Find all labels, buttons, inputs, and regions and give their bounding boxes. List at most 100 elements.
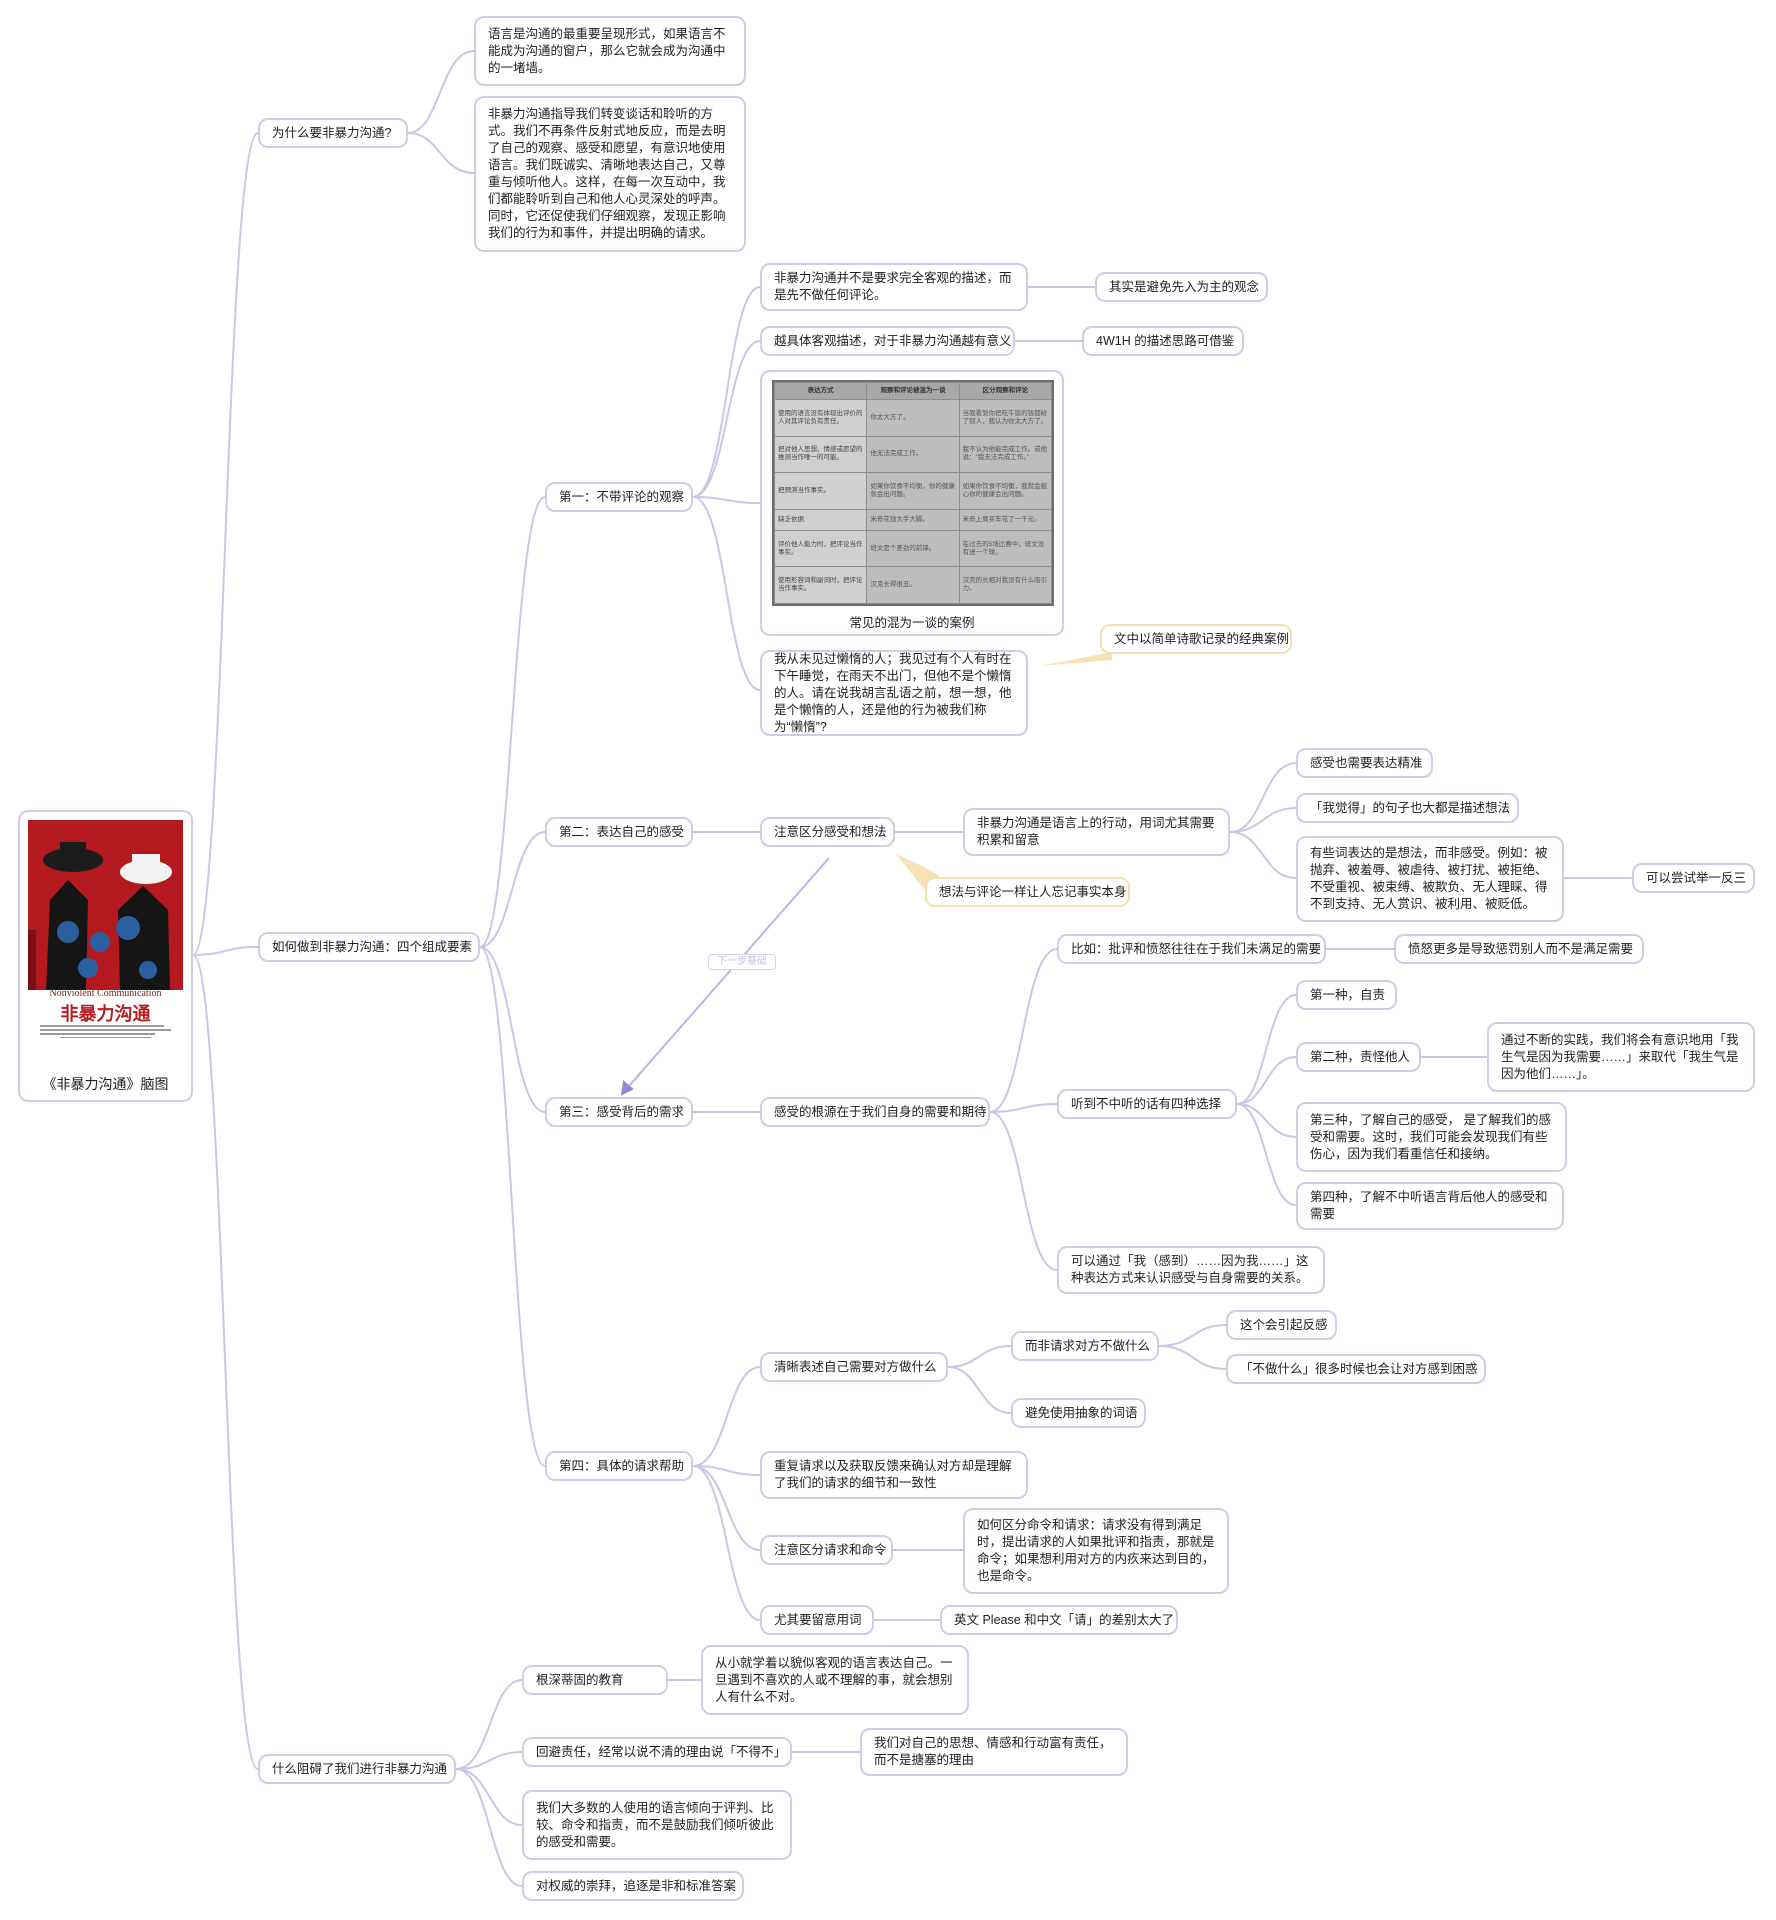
node-s3-1b2a[interactable]: 通过不断的实践，我们将会有意识地用「我生气是因为我需要……」来取代「我生气是因为… <box>1487 1022 1755 1092</box>
table-row: 使用形容词和副词时，把评论当作事实。 汉克长得很丑。 汉克的长相对我没有什么吸引… <box>774 566 1052 604</box>
edge-s4-1a <box>947 1345 1012 1368</box>
callout-s1-4a[interactable]: 文中以简单诗歌记录的经典案例 <box>1100 624 1292 654</box>
table-header: 表达方式 <box>774 382 868 400</box>
node-s1[interactable]: 第一：不带评论的观察 <box>545 482 693 512</box>
node-s3-1[interactable]: 感受的根源在于我们自身的需要和期待 <box>760 1097 990 1127</box>
node-s1-1a[interactable]: 其实是避免先入为主的观念 <box>1095 272 1268 302</box>
edge-s2-2a <box>1229 762 1297 833</box>
node-s2-2a[interactable]: 感受也需要表达精准 <box>1296 748 1433 778</box>
cover-subtitle: Nonviolent Communication <box>49 988 162 999</box>
table-row: 评价他人能力时，把评论当作事实。 班文是个差劲的前锋。 在过去的5场比赛中，班文… <box>774 529 1052 568</box>
node-s4-4a[interactable]: 英文 Please 和中文「请」的差别太大了 <box>940 1605 1178 1635</box>
node-s4-4[interactable]: 尤其要留意用词 <box>760 1605 874 1635</box>
node-s4-3a[interactable]: 如何区分命令和请求：请求没有得到满足时，提出请求的人如果批评和指责，那就是命令；… <box>963 1508 1229 1594</box>
table-cell: 如果你饮食不均衡，我就会担心你的健康会出问题。 <box>958 472 1052 510</box>
node-s3-1b4[interactable]: 第四种，了解不中听语言背后他人的感受和需要 <box>1296 1182 1564 1230</box>
node-s4[interactable]: 第四：具体的请求帮助 <box>545 1451 693 1481</box>
table-header: 区分观察和评论 <box>958 382 1052 400</box>
root-label: 《非暴力沟通》脑图 <box>42 1076 169 1092</box>
node-s1-1[interactable]: 非暴力沟通并不是要求完全客观的描述，而是先不做任何评论。 <box>760 263 1028 311</box>
callout-wedge-s1 <box>1040 652 1112 666</box>
edge-block-2 <box>455 1751 523 1770</box>
node-s4-1b[interactable]: 避免使用抽象的词语 <box>1011 1398 1146 1428</box>
node-s2-2b[interactable]: 「我觉得」的句子也大都是描述想法 <box>1296 793 1519 823</box>
node-s3-1c[interactable]: 可以通过「我（感到）……因为我……」这种表达方式来认识感受与自身需要的关系。 <box>1057 1246 1325 1294</box>
root-node[interactable]: Nonviolent Communication 非暴力沟通 《非暴力沟通》脑图 <box>18 810 193 1102</box>
node-s1-2[interactable]: 越具体客观描述，对于非暴力沟通越有意义 <box>760 326 1015 356</box>
callout-s2-1a[interactable]: 想法与评论一样让人忘记事实本身 <box>925 877 1130 907</box>
node-s4-3[interactable]: 注意区分请求和命令 <box>760 1535 893 1565</box>
node-how[interactable]: 如何做到非暴力沟通：四个组成要素 <box>258 932 480 962</box>
node-s2-2[interactable]: 非暴力沟通是语言上的行动，用词尤其需要积累和留意 <box>963 808 1230 856</box>
node-s1-2a[interactable]: 4W1H 的描述思路可借鉴 <box>1082 326 1244 356</box>
edge-how-s4 <box>479 946 546 1467</box>
edge-root-block <box>192 954 259 1770</box>
edge-s3-1b <box>989 1103 1058 1113</box>
edge-s3-1b3 <box>1236 1103 1297 1138</box>
edge-s3-1c <box>989 1111 1058 1271</box>
node-b2a[interactable]: 我们对自己的思想、情感和行动富有责任，而不是搪塞的理由 <box>860 1728 1128 1776</box>
table-cell: 使用形容词和副词时，把评论当作事实。 <box>774 566 868 604</box>
edge-s3-1a <box>989 948 1058 1113</box>
node-s3-1a1[interactable]: 愤怒更多是导致惩罚别人而不是满足需要 <box>1394 934 1644 964</box>
edge-s1-1 <box>692 286 761 498</box>
node-s2[interactable]: 第二：表达自己的感受 <box>545 817 693 847</box>
node-s3-1a[interactable]: 比如：批评和愤怒往往在于我们未满足的需要 <box>1057 934 1326 964</box>
node-s2-2c1[interactable]: 可以尝试举一反三 <box>1632 863 1755 893</box>
node-s4-1a2[interactable]: 「不做什么」很多时候也会让对方感到困惑 <box>1226 1354 1486 1384</box>
node-s2-2c[interactable]: 有些词表达的是想法，而非感受。例如：被抛弃、被羞辱、被虐待、被打扰、被拒绝、不受… <box>1296 836 1564 922</box>
node-s1-4[interactable]: 我从未见过懒惰的人；我见过有个人有时在下午睡觉，在雨天不出门，但他不是个懒惰的人… <box>760 650 1028 736</box>
node-why-2[interactable]: 非暴力沟通指导我们转变谈话和聆听的方式。我们不再条件反射式地反应，而是去明了自己… <box>474 96 746 252</box>
node-b1[interactable]: 根深蒂固的教育 <box>522 1665 668 1695</box>
node-b1a[interactable]: 从小就学着以貌似客观的语言表达自己。一旦遇到不喜欢的人或不理解的事，就会想别人有… <box>701 1645 969 1715</box>
node-why-1[interactable]: 语言是沟通的最重要呈现形式，如果语言不能成为沟通的窗户，那么它就会成为沟通中的一… <box>474 16 746 86</box>
cover-illustration <box>28 820 183 990</box>
edge-block-3 <box>455 1768 523 1826</box>
table-cell: 米奇花钱大手大脚。 <box>866 508 960 531</box>
table-cell: 把预测当作事实。 <box>774 472 868 510</box>
node-b2[interactable]: 回避责任，经常以说不清的理由说「不得不」 <box>522 1737 792 1767</box>
table-cell: 他无法完成工作。 <box>866 435 960 474</box>
node-s3-1b2[interactable]: 第二种，责怪他人 <box>1296 1042 1421 1072</box>
node-s3-1b3[interactable]: 第三种，了解自己的感受， 是了解我们的感受和需要。这时，我们可能会发现我们有些伤… <box>1296 1102 1567 1172</box>
node-s3-1b1[interactable]: 第一种，自责 <box>1296 980 1397 1010</box>
node-s3-1b[interactable]: 听到不中听的话有四种选择 <box>1057 1089 1237 1119</box>
node-b3[interactable]: 我们大多数的人使用的语言倾向于评判、比较、命令和指责，而不是鼓励我们倾听彼此的感… <box>522 1790 792 1860</box>
example-table-image: 表达方式 观察和评论被混为一谈 区分观察和评论 使用的语言没有体现出评价的人对其… <box>772 380 1054 606</box>
table-cell: 评价他人能力时，把评论当作事实。 <box>774 529 868 568</box>
table-cell: 当我看到你把吃午饭的钱都给了别人，我认为你太大方了。 <box>958 399 1052 437</box>
edge-block-4 <box>455 1768 523 1887</box>
node-s4-1a1[interactable]: 这个会引起反感 <box>1226 1310 1337 1340</box>
edge-s2-2c <box>1229 831 1297 879</box>
node-why[interactable]: 为什么要非暴力沟通? <box>258 118 408 148</box>
edge-root-how <box>192 946 259 956</box>
edge-block-1 <box>455 1679 523 1770</box>
edge-s2-2b <box>1229 807 1297 833</box>
relationship-arrow <box>621 857 830 1095</box>
cover-small-print <box>40 1023 171 1038</box>
node-block[interactable]: 什么阻碍了我们进行非暴力沟通 <box>258 1754 456 1784</box>
edge-how-s1 <box>479 496 546 948</box>
node-s3[interactable]: 第三：感受背后的需求 <box>545 1097 693 1127</box>
node-s1-image[interactable]: 表达方式 观察和评论被混为一谈 区分观察和评论 使用的语言没有体现出评价的人对其… <box>760 370 1064 636</box>
node-s4-1a[interactable]: 而非请求对方不做什么 <box>1011 1331 1159 1361</box>
edge-s1-2 <box>692 340 761 498</box>
table-cell: 把对他人思想、情感或愿望的推测当作唯一的可能。 <box>774 435 868 474</box>
edge-why-1 <box>407 50 475 134</box>
cover-title: 非暴力沟通 <box>60 1004 151 1025</box>
table-cell: 汉克长得很丑。 <box>866 566 960 604</box>
edge-s4-3 <box>692 1465 761 1551</box>
relationship-label[interactable]: 下一步基础 <box>708 954 776 970</box>
node-s2-1[interactable]: 注意区分感受和想法 <box>760 817 895 847</box>
node-s4-1[interactable]: 清晰表述自己需要对方做什么 <box>760 1352 948 1382</box>
edge-why-2 <box>407 132 475 174</box>
node-s4-2[interactable]: 重复请求以及获取反馈来确认对方却是理解了我们的请求的细节和一致性 <box>760 1451 1028 1499</box>
table-row: 把对他人思想、情感或愿望的推测当作唯一的可能。 他无法完成工作。 我不认为他能完… <box>774 435 1052 474</box>
edge-s4-1a2 <box>1158 1345 1227 1370</box>
edge-s4-1b <box>947 1366 1012 1414</box>
edge-s1-4 <box>692 496 761 691</box>
book-cover-image: Nonviolent Communication 非暴力沟通 <box>28 820 183 1038</box>
table-cell: 在过去的5场比赛中，班文没有进一个球。 <box>958 529 1052 568</box>
table-row: 把预测当作事实。 如果你饮食不均衡，你的健康就会出问题。 如果你饮食不均衡，我就… <box>774 472 1052 510</box>
node-b4[interactable]: 对权威的崇拜，追逐是非和标准答案 <box>522 1871 744 1901</box>
